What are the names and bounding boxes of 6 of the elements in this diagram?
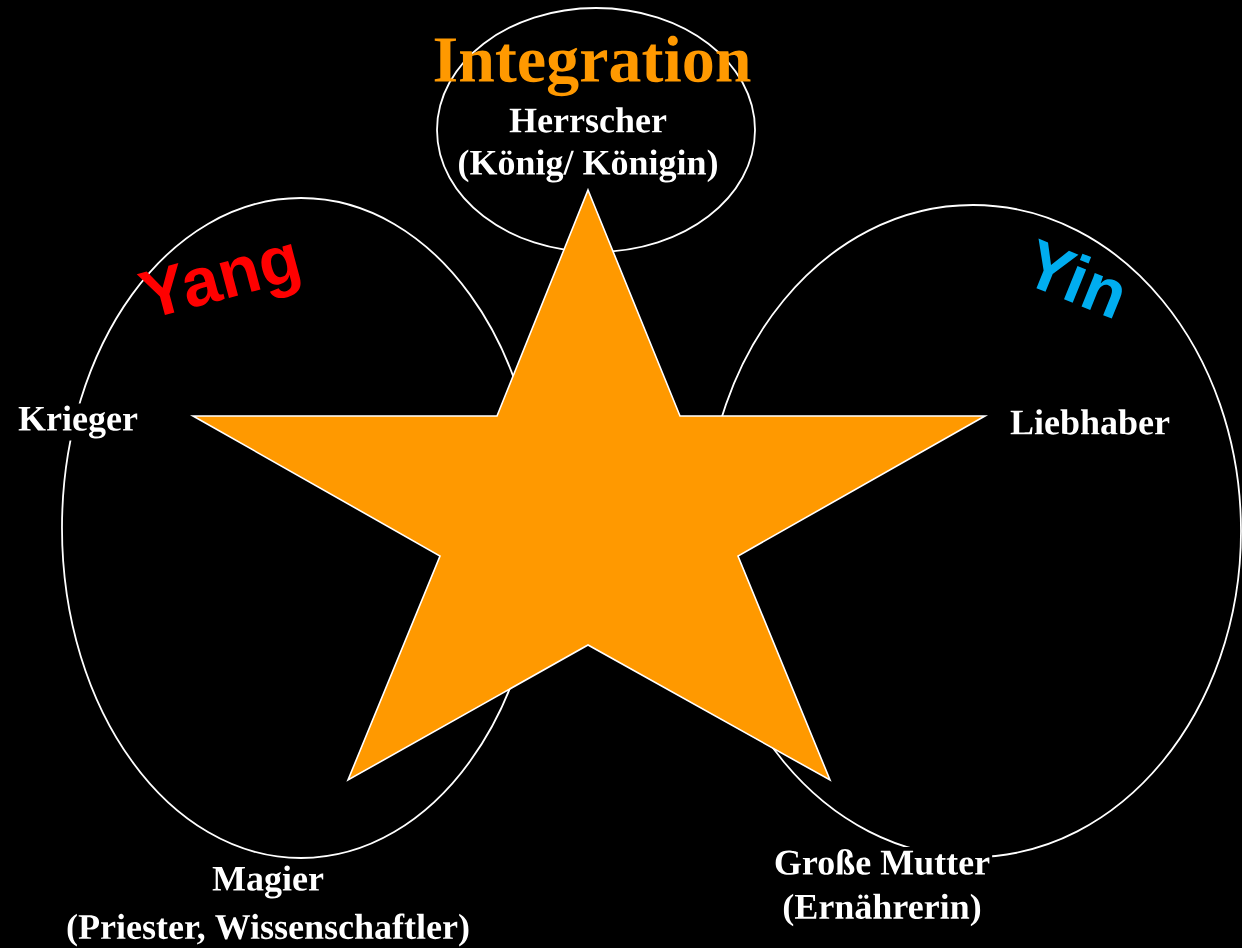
label: (Ernährerin) [780, 891, 984, 929]
label: Liebhaber [1008, 407, 1172, 437]
label: Große Mutter [771, 847, 993, 877]
label: (Priester, Wissenschaftler) [64, 911, 472, 948]
label: Magier [210, 863, 326, 901]
label: Krieger [16, 403, 140, 441]
